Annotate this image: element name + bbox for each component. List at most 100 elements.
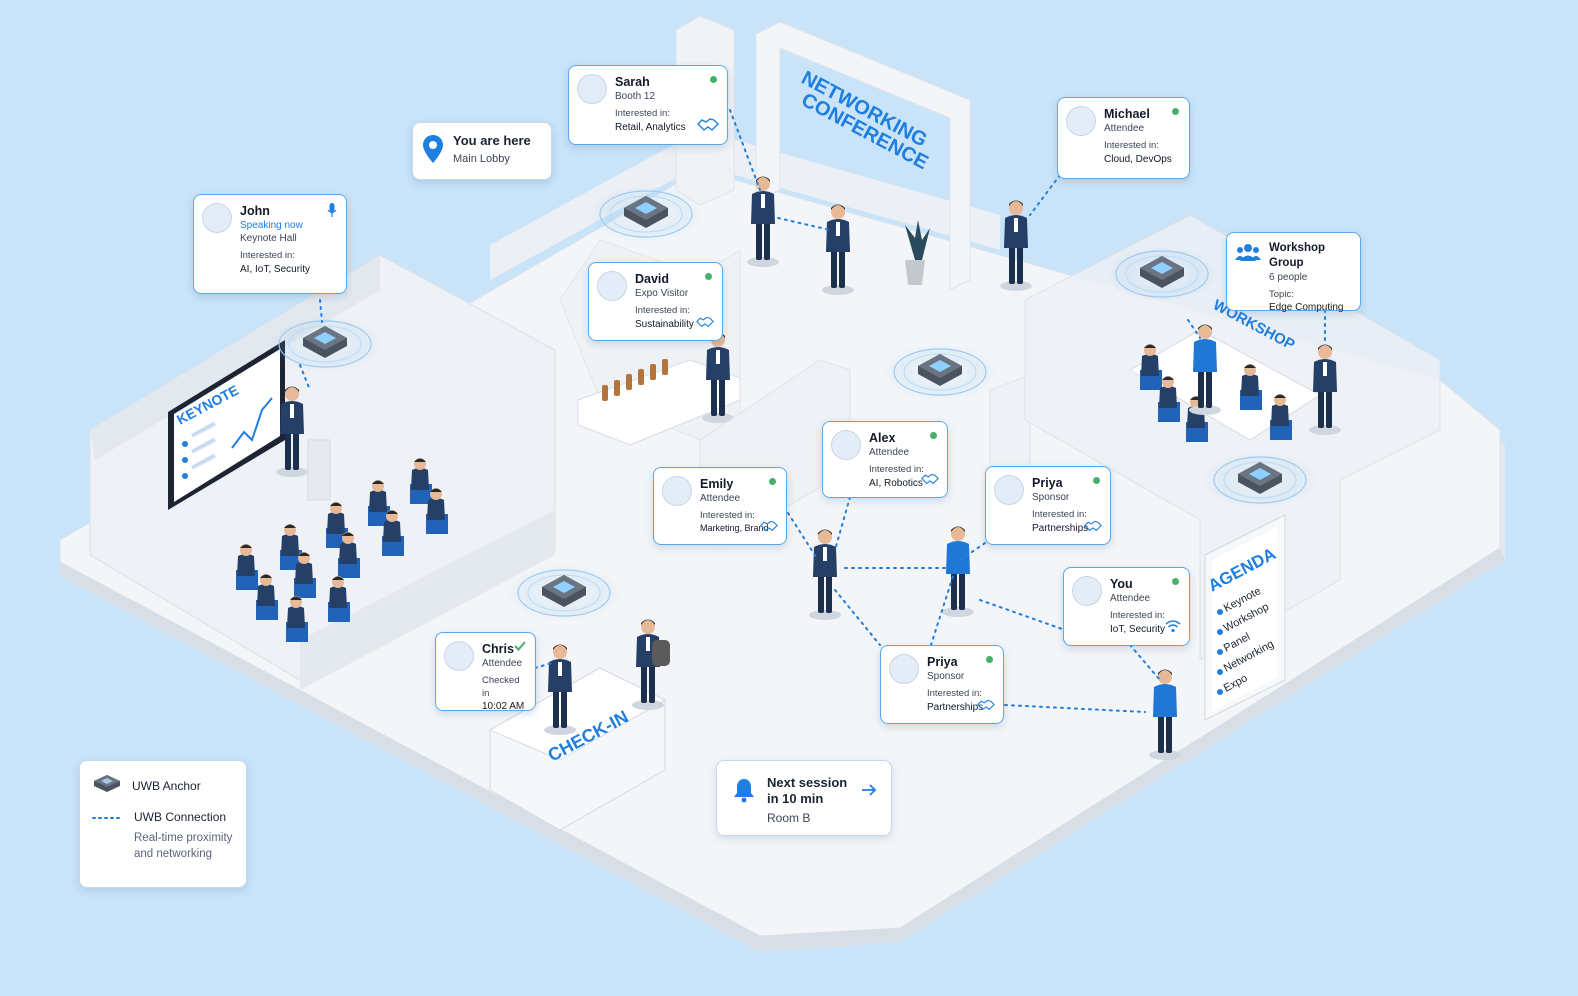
online-status-dot (705, 273, 712, 280)
attendee-role: Sponsor (1032, 492, 1070, 504)
topic-value: Edge Computing (1269, 302, 1344, 314)
avatar (994, 475, 1024, 505)
attendee-name: Alex (869, 431, 896, 445)
attendee-name: Priya (927, 655, 958, 669)
online-status-dot (1172, 578, 1179, 585)
attendee-name: Priya (1032, 476, 1063, 490)
interest-label: Interested in: (700, 510, 755, 522)
interest-label: Interested in: (869, 464, 924, 476)
location-card[interactable]: You are here Main Lobby (412, 122, 552, 180)
attendee-role: Attendee (1110, 593, 1151, 605)
avatar (831, 430, 861, 460)
checkin-time: 10:02 AM (482, 700, 525, 712)
attendee-card-john[interactable]: John Speaking now Keynote Hall Intereste… (193, 194, 347, 294)
legend-connection-label: UWB Connection (134, 810, 227, 824)
attendee-card-priya-sponsor[interactable]: Priya Sponsor Interested in: Partnership… (985, 466, 1111, 545)
attendee-card-chris[interactable]: Chris Attendee Checked in 10:02 AM (435, 632, 536, 712)
online-status-dot (1172, 108, 1179, 115)
microphone-icon (327, 203, 337, 222)
interest-value: Partnerships (927, 701, 984, 713)
interest-value: IoT, Security (1110, 623, 1166, 635)
group-count: 6 people (1269, 271, 1308, 283)
interest-label: Interested in: (1032, 509, 1087, 521)
dotted-line-icon (92, 810, 124, 824)
interest-value: AI, Robotics (869, 477, 923, 489)
online-status-dot (930, 432, 937, 439)
arrow-right-icon[interactable] (861, 783, 877, 802)
check-icon (514, 641, 526, 655)
attendee-card-sarah[interactable]: Sarah Booth 12 Interested in: Retail, An… (568, 65, 728, 145)
people-icon (1235, 243, 1261, 267)
attendee-role: Attendee (1104, 123, 1145, 135)
attendee-card-alex[interactable]: Alex Attendee Interested in: AI, Robotic… (822, 421, 948, 498)
attendee-role: Booth 12 (615, 91, 656, 103)
wifi-icon (1165, 619, 1181, 637)
interest-value: AI, IoT, Security (240, 263, 311, 275)
online-status-dot (710, 76, 717, 83)
attendee-card-michael[interactable]: Michael Attendee Interested in: Cloud, D… (1057, 97, 1190, 179)
interest-label: Interested in: (240, 250, 295, 262)
attendee-name: You (1110, 577, 1133, 591)
attendee-card-david[interactable]: David Expo Visitor Interested in: Sustai… (588, 262, 723, 341)
topic-label: Topic: (1269, 288, 1294, 300)
interest-label: Interested in: (635, 305, 690, 317)
legend-note-line1: Real-time proximity (134, 832, 233, 844)
handshake-icon[interactable] (1084, 519, 1102, 536)
notification-title: Next session in 10 min (767, 775, 848, 807)
interest-label: Interested in: (927, 688, 982, 700)
legend-note-line2: and networking (134, 848, 212, 861)
online-status-dot (1093, 477, 1100, 484)
handshake-icon[interactable] (696, 315, 714, 332)
attendee-role: Sponsor (927, 671, 965, 683)
checkin-status: Checked in (482, 675, 520, 699)
avatar (662, 476, 692, 506)
avatar (202, 203, 232, 233)
avatar (577, 74, 607, 104)
attendee-role: Attendee (482, 658, 523, 670)
attendee-role: Expo Visitor (635, 288, 689, 300)
interest-value: Partnerships (1032, 522, 1089, 534)
attendee-name: Sarah (615, 75, 650, 89)
attendee-card-you[interactable]: You Attendee Interested in: IoT, Securit… (1063, 567, 1190, 646)
avatar (1066, 106, 1096, 136)
attendee-name: Chris (482, 642, 514, 656)
notification-subtitle: Room B (767, 810, 811, 825)
attendee-name: Emily (700, 477, 734, 491)
attendee-location: Keynote Hall (240, 233, 297, 245)
legend-anchor-label: UWB Anchor (132, 778, 201, 793)
avatar (444, 641, 474, 671)
attendee-role: Attendee (700, 493, 741, 505)
interest-label: Interested in: (615, 108, 670, 120)
interest-value: Retail, Analytics (615, 121, 686, 133)
interest-value: Marketing, Brand (700, 522, 769, 533)
next-session-notification[interactable]: Next session in 10 min Room B (716, 760, 892, 836)
attendee-card-emily[interactable]: Emily Attendee Interested in: Marketing,… (653, 467, 787, 545)
avatar (1072, 576, 1102, 606)
avatar (889, 654, 919, 684)
interest-value: Sustainability (635, 318, 694, 330)
handshake-icon[interactable] (697, 116, 719, 136)
attendee-role: Attendee (869, 447, 910, 459)
online-status-dot (769, 478, 776, 485)
handshake-icon[interactable] (977, 698, 995, 715)
interest-value: Cloud, DevOps (1104, 153, 1172, 165)
attendee-name: David (635, 272, 670, 286)
uwb-anchor-icon (92, 775, 122, 796)
speaking-status: Speaking now (240, 220, 303, 232)
bell-icon (733, 777, 755, 808)
handshake-icon[interactable] (921, 472, 939, 489)
avatar (597, 271, 627, 301)
legend-panel: UWB Anchor UWB Connection Real-time prox… (79, 760, 247, 888)
attendee-name: John (240, 204, 270, 218)
location-subtitle: Main Lobby (453, 152, 510, 165)
interest-label: Interested in: (1104, 140, 1159, 152)
location-title: You are here (453, 133, 531, 148)
group-card-workshop[interactable]: Workshop Group 6 people Topic: Edge Comp… (1226, 232, 1361, 314)
attendee-name: Michael (1104, 107, 1150, 121)
online-status-dot (986, 656, 993, 663)
handshake-icon[interactable] (760, 519, 778, 536)
attendee-card-priya-nearby[interactable]: Priya Sponsor Interested in: Partnership… (880, 645, 1004, 724)
map-pin-icon (423, 135, 443, 167)
group-name: Workshop Group (1269, 242, 1326, 269)
interest-label: Interested in: (1110, 610, 1165, 622)
